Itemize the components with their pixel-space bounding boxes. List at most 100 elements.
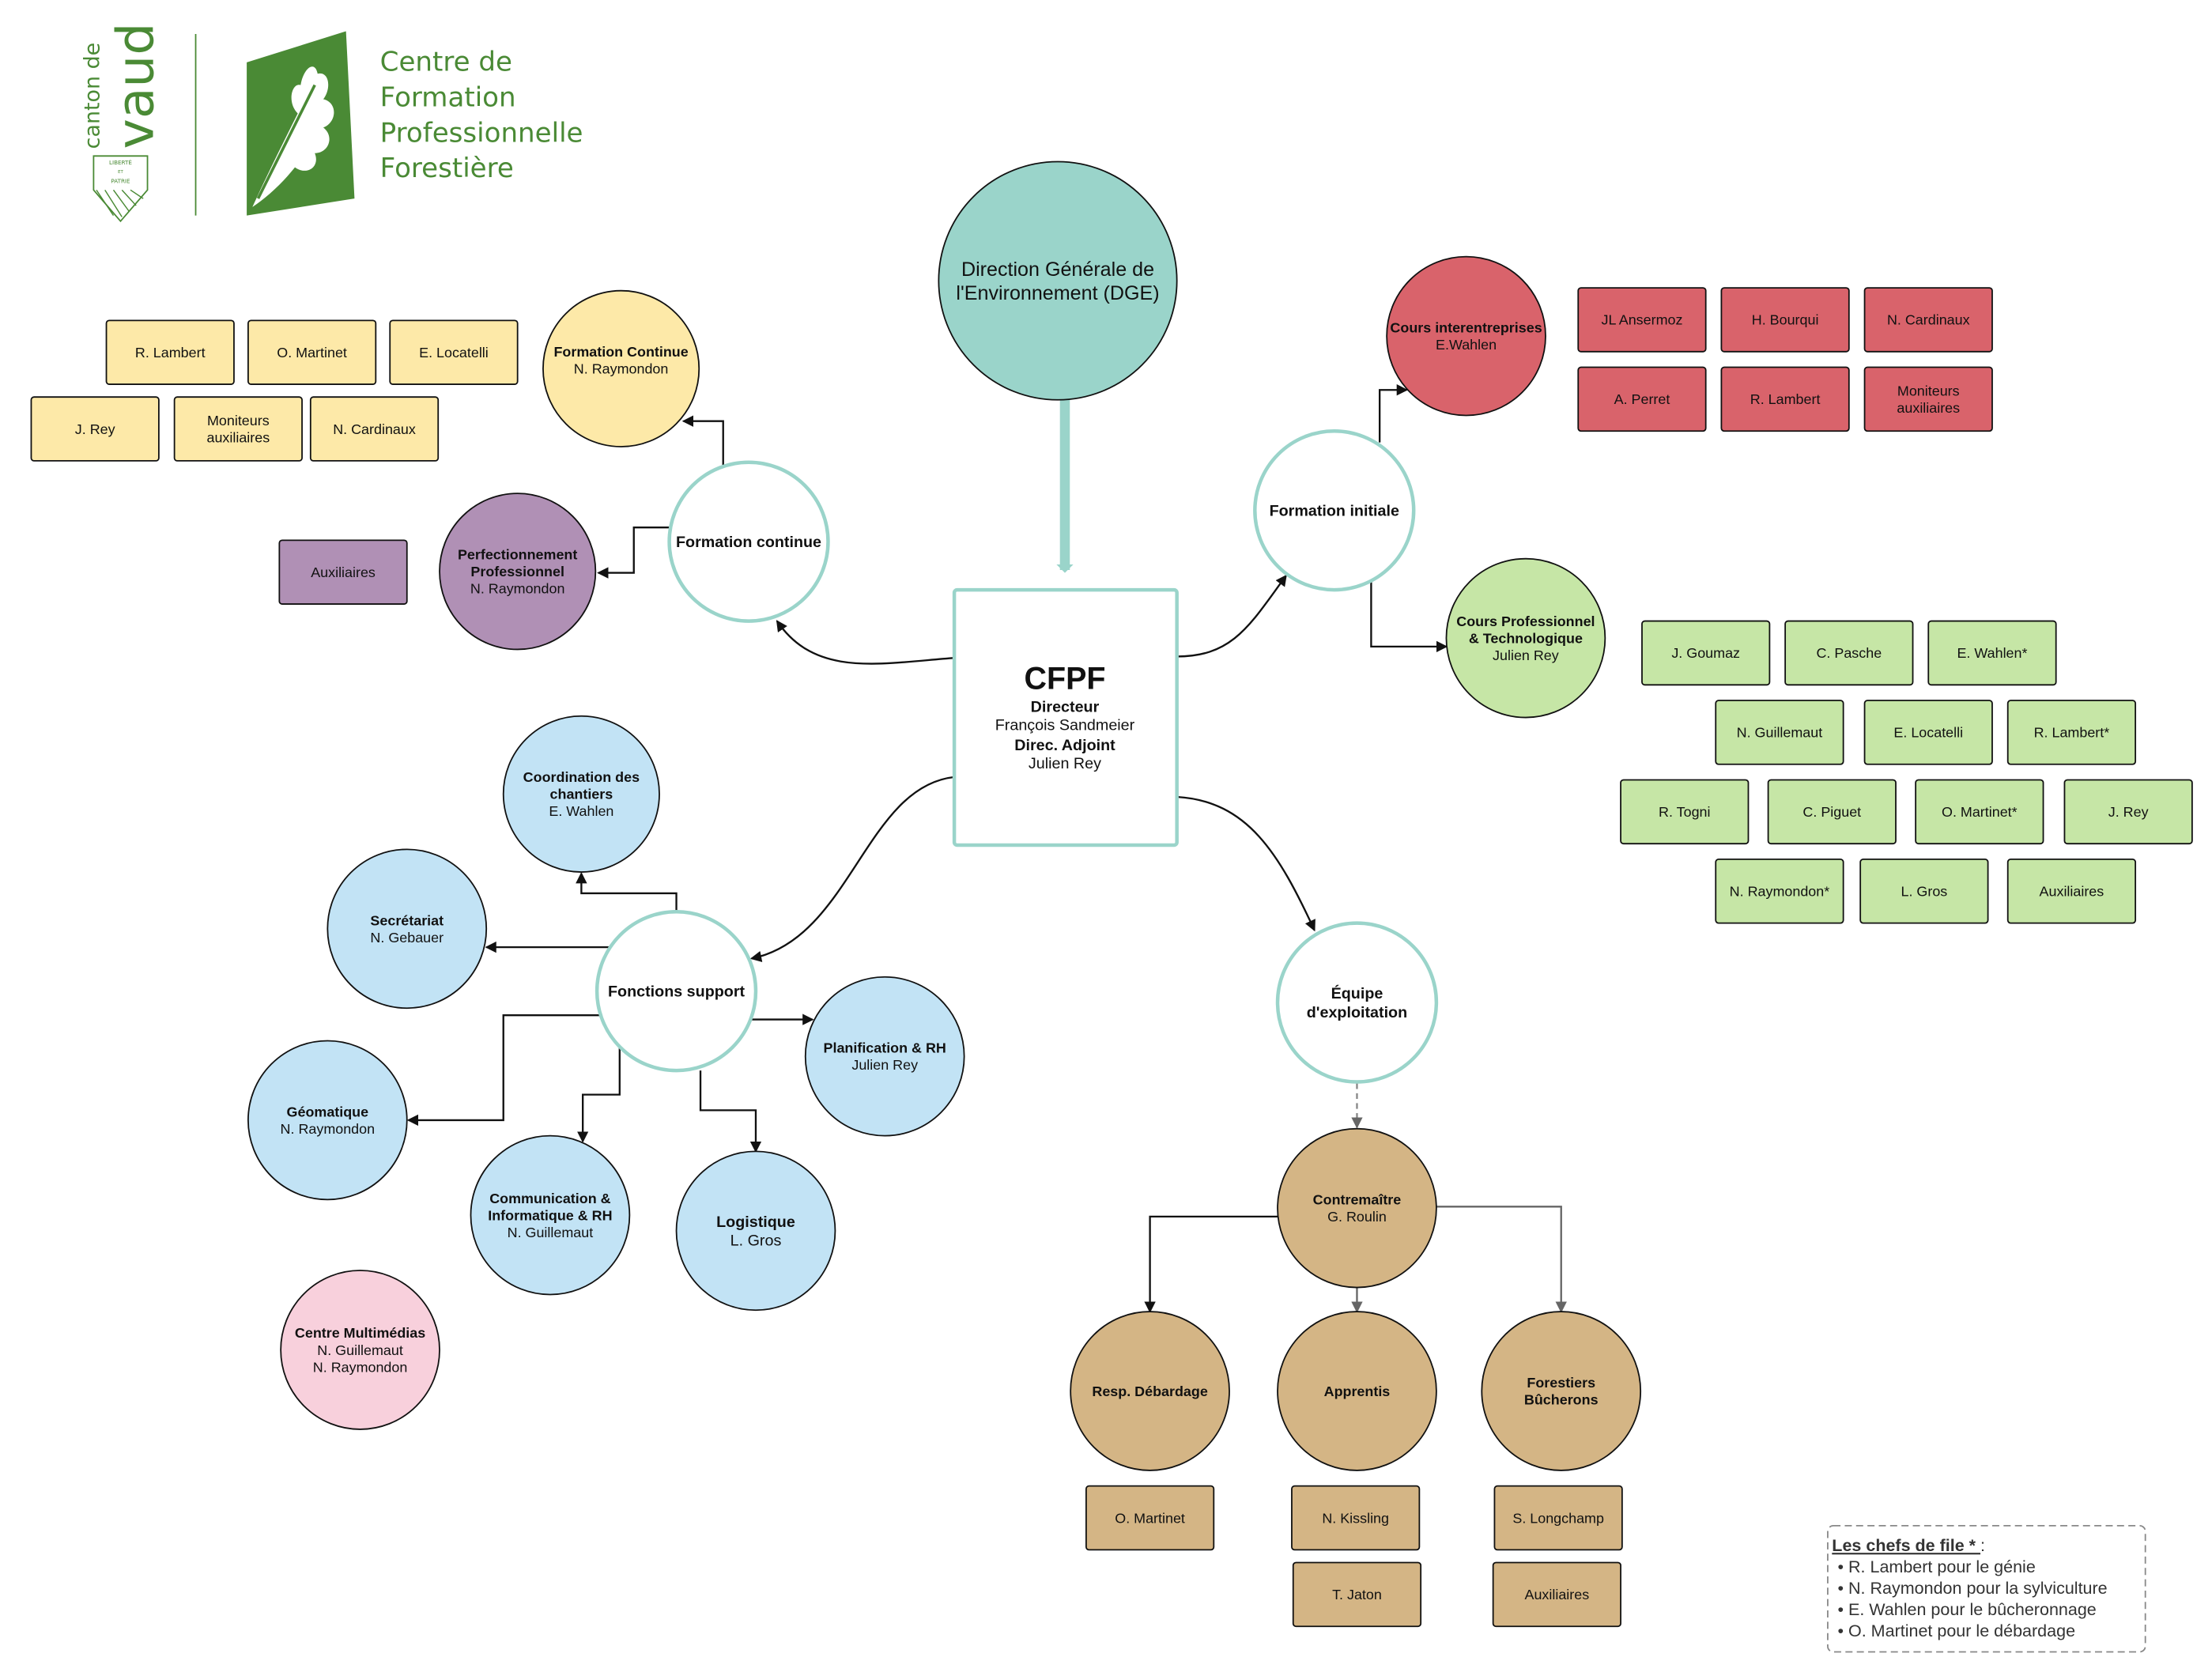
box-tan[interactable]: S. Longchamp (1493, 1485, 1623, 1551)
box-rect (1720, 366, 1850, 432)
node-text: Fonctions support (608, 983, 746, 1001)
box-red[interactable]: A. Perret (1577, 366, 1707, 432)
box-label: JL Ansermoz (1602, 312, 1683, 328)
box-green[interactable]: L. Gros (1859, 859, 1989, 924)
box-rect (389, 319, 519, 385)
node-text: E.Wahlen (1436, 337, 1497, 353)
node-text: L. Gros (730, 1232, 782, 1250)
box-rect (1493, 1485, 1623, 1551)
box-yellow[interactable]: E. Locatelli (389, 319, 519, 385)
box-purple[interactable]: Auxiliaires (278, 539, 408, 605)
box-green[interactable]: E. Wahlen* (1927, 620, 2057, 686)
box-red[interactable]: H. Bourqui (1720, 287, 1850, 353)
box-tan[interactable]: T. Jaton (1292, 1561, 1422, 1628)
box-red[interactable]: R. Lambert (1720, 366, 1850, 432)
box-green[interactable]: E. Locatelli (1863, 700, 1993, 765)
node-text: Resp. Débardage (1092, 1383, 1207, 1399)
box-tan[interactable]: N. Kissling (1291, 1485, 1421, 1551)
connector (1436, 1206, 1567, 1313)
node-text: Direction Générale de (961, 259, 1154, 281)
box-rect (1620, 779, 1750, 845)
node-fc[interactable]: Formation continue (667, 460, 830, 623)
box-green[interactable]: R. Togni (1620, 779, 1750, 845)
node-cp[interactable]: Cours Professionnel& TechnologiqueJulien… (1445, 557, 1606, 719)
box-green[interactable]: N. Raymondon* (1715, 859, 1844, 924)
box-tan[interactable]: Auxiliaires (1492, 1561, 1621, 1628)
box-rect (1492, 1561, 1621, 1628)
box-tan[interactable]: O. Martinet (1085, 1485, 1215, 1551)
box-green[interactable]: R. Lambert* (2006, 700, 2137, 765)
node-text: Logistique (716, 1214, 795, 1231)
box-red[interactable]: JL Ansermoz (1577, 287, 1707, 353)
box-yellow[interactable]: J. Rey (30, 396, 160, 462)
node-comm[interactable]: Communication &Informatique & RHN. Guill… (470, 1134, 631, 1296)
box-green[interactable]: N. Guillemaut (1715, 700, 1844, 765)
box-rect (1767, 779, 1897, 845)
legend: Les chefs de file * : • R. Lambert pour … (1827, 1524, 2146, 1653)
box-green[interactable]: C. Piguet (1767, 779, 1897, 845)
logo-line-4: Forestière (380, 153, 514, 184)
box-yellow[interactable]: O. Martinet (247, 319, 377, 385)
shield-text-1: LIBERTÉ (109, 159, 132, 166)
box-yellow[interactable]: N. Cardinaux (309, 396, 440, 462)
logo-canton-small: canton de (81, 43, 105, 149)
node-circle (1253, 429, 1416, 592)
box-green[interactable]: J. Goumaz (1641, 620, 1771, 686)
node-text: Forestiers (1527, 1375, 1595, 1391)
connector (576, 872, 678, 914)
box-label: O. Martinet (277, 345, 347, 360)
box-green[interactable]: J. Rey (2063, 779, 2193, 845)
box-green[interactable]: C. Pasche (1784, 620, 1914, 686)
box-label: J. Rey (75, 421, 115, 437)
box-label: H. Bourqui (1752, 312, 1819, 328)
node-text: chantiers (550, 787, 613, 802)
box-label: R. Lambert (1750, 391, 1821, 407)
node-text: Coordination des (523, 769, 640, 785)
box-rect (1291, 1485, 1421, 1551)
node-text: Direc. Adjoint (1014, 737, 1115, 754)
box-label: Auxiliaires (311, 564, 376, 580)
box-label: C. Pasche (1816, 645, 1882, 661)
node-dge[interactable]: Direction Générale del'Environnement (DG… (938, 160, 1178, 401)
connector (1144, 1215, 1278, 1313)
box-green[interactable]: O. Martinet* (1915, 779, 2044, 845)
box-red[interactable]: N. Cardinaux (1863, 287, 1993, 353)
box-label: Auxiliaires (2040, 884, 2104, 900)
node-circle (1275, 921, 1439, 1084)
box-rect (173, 396, 303, 462)
box-green[interactable]: Auxiliaires (2006, 859, 2137, 924)
node-fi[interactable]: Formation initiale (1253, 429, 1416, 592)
box-yellow[interactable]: R. Lambert (105, 319, 235, 385)
node-app[interactable]: Apprentis (1277, 1311, 1437, 1471)
node-text: Contremaître (1313, 1192, 1402, 1208)
box-rect (1641, 620, 1771, 686)
shield-text-2: ET (118, 170, 123, 175)
node-fs[interactable]: Fonctions support (595, 910, 758, 1073)
box-rect (309, 396, 440, 462)
node-circle (439, 493, 597, 651)
box-label: L. Gros (1901, 884, 1948, 900)
box-rect (1927, 620, 2057, 686)
box-label: R. Lambert (135, 345, 206, 360)
connector (576, 1046, 621, 1143)
legend-item: • O. Martinet pour le débardage (1837, 1621, 2075, 1640)
box-label: E. Locatelli (419, 345, 489, 360)
node-deb[interactable]: Resp. Débardage (1070, 1311, 1230, 1471)
